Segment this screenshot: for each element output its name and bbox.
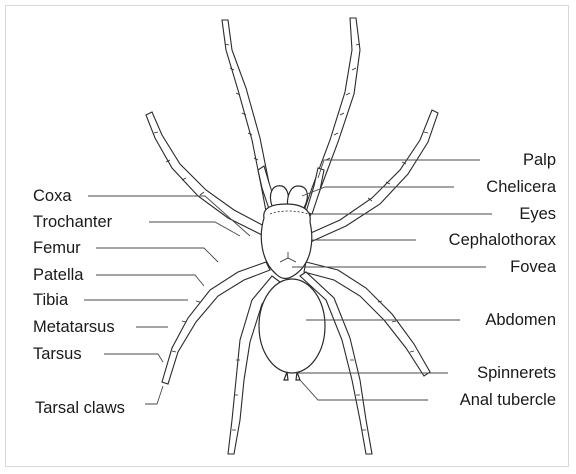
spider-illustration xyxy=(146,18,438,454)
abdomen xyxy=(259,279,325,373)
label-cephalothorax: Cephalothorax xyxy=(449,231,557,249)
leader-tarsus xyxy=(104,354,163,362)
leg-right-1 xyxy=(300,18,360,222)
label-trochanter: Trochanter xyxy=(33,213,113,231)
label-metatarsus: Metatarsus xyxy=(33,318,115,336)
leader-anal-tubercle xyxy=(300,380,428,400)
label-femur: Femur xyxy=(33,239,81,257)
label-coxa: Coxa xyxy=(33,187,72,205)
label-palp: Palp xyxy=(523,151,556,169)
leader-trochanter xyxy=(149,222,240,236)
label-spinnerets: Spinnerets xyxy=(477,364,556,382)
leader-femur xyxy=(96,248,218,262)
label-tibia: Tibia xyxy=(33,291,69,309)
label-patella: Patella xyxy=(33,266,84,284)
label-eyes: Eyes xyxy=(519,205,556,223)
leader-patella xyxy=(96,275,204,286)
label-abdomen: Abdomen xyxy=(485,311,556,329)
label-fovea: Fovea xyxy=(510,258,557,276)
leader-tarsal-claws xyxy=(145,386,163,404)
label-chelicera: Chelicera xyxy=(486,178,557,196)
label-tarsus: Tarsus xyxy=(33,345,82,363)
left-labels: Coxa Trochanter Femur Patella Tibia Meta… xyxy=(33,187,125,417)
right-labels: Palp Chelicera Eyes Cephalothorax Fovea … xyxy=(449,151,557,409)
label-tarsal-claws: Tarsal claws xyxy=(35,399,125,417)
label-anal-tubercle: Anal tubercle xyxy=(460,391,556,409)
